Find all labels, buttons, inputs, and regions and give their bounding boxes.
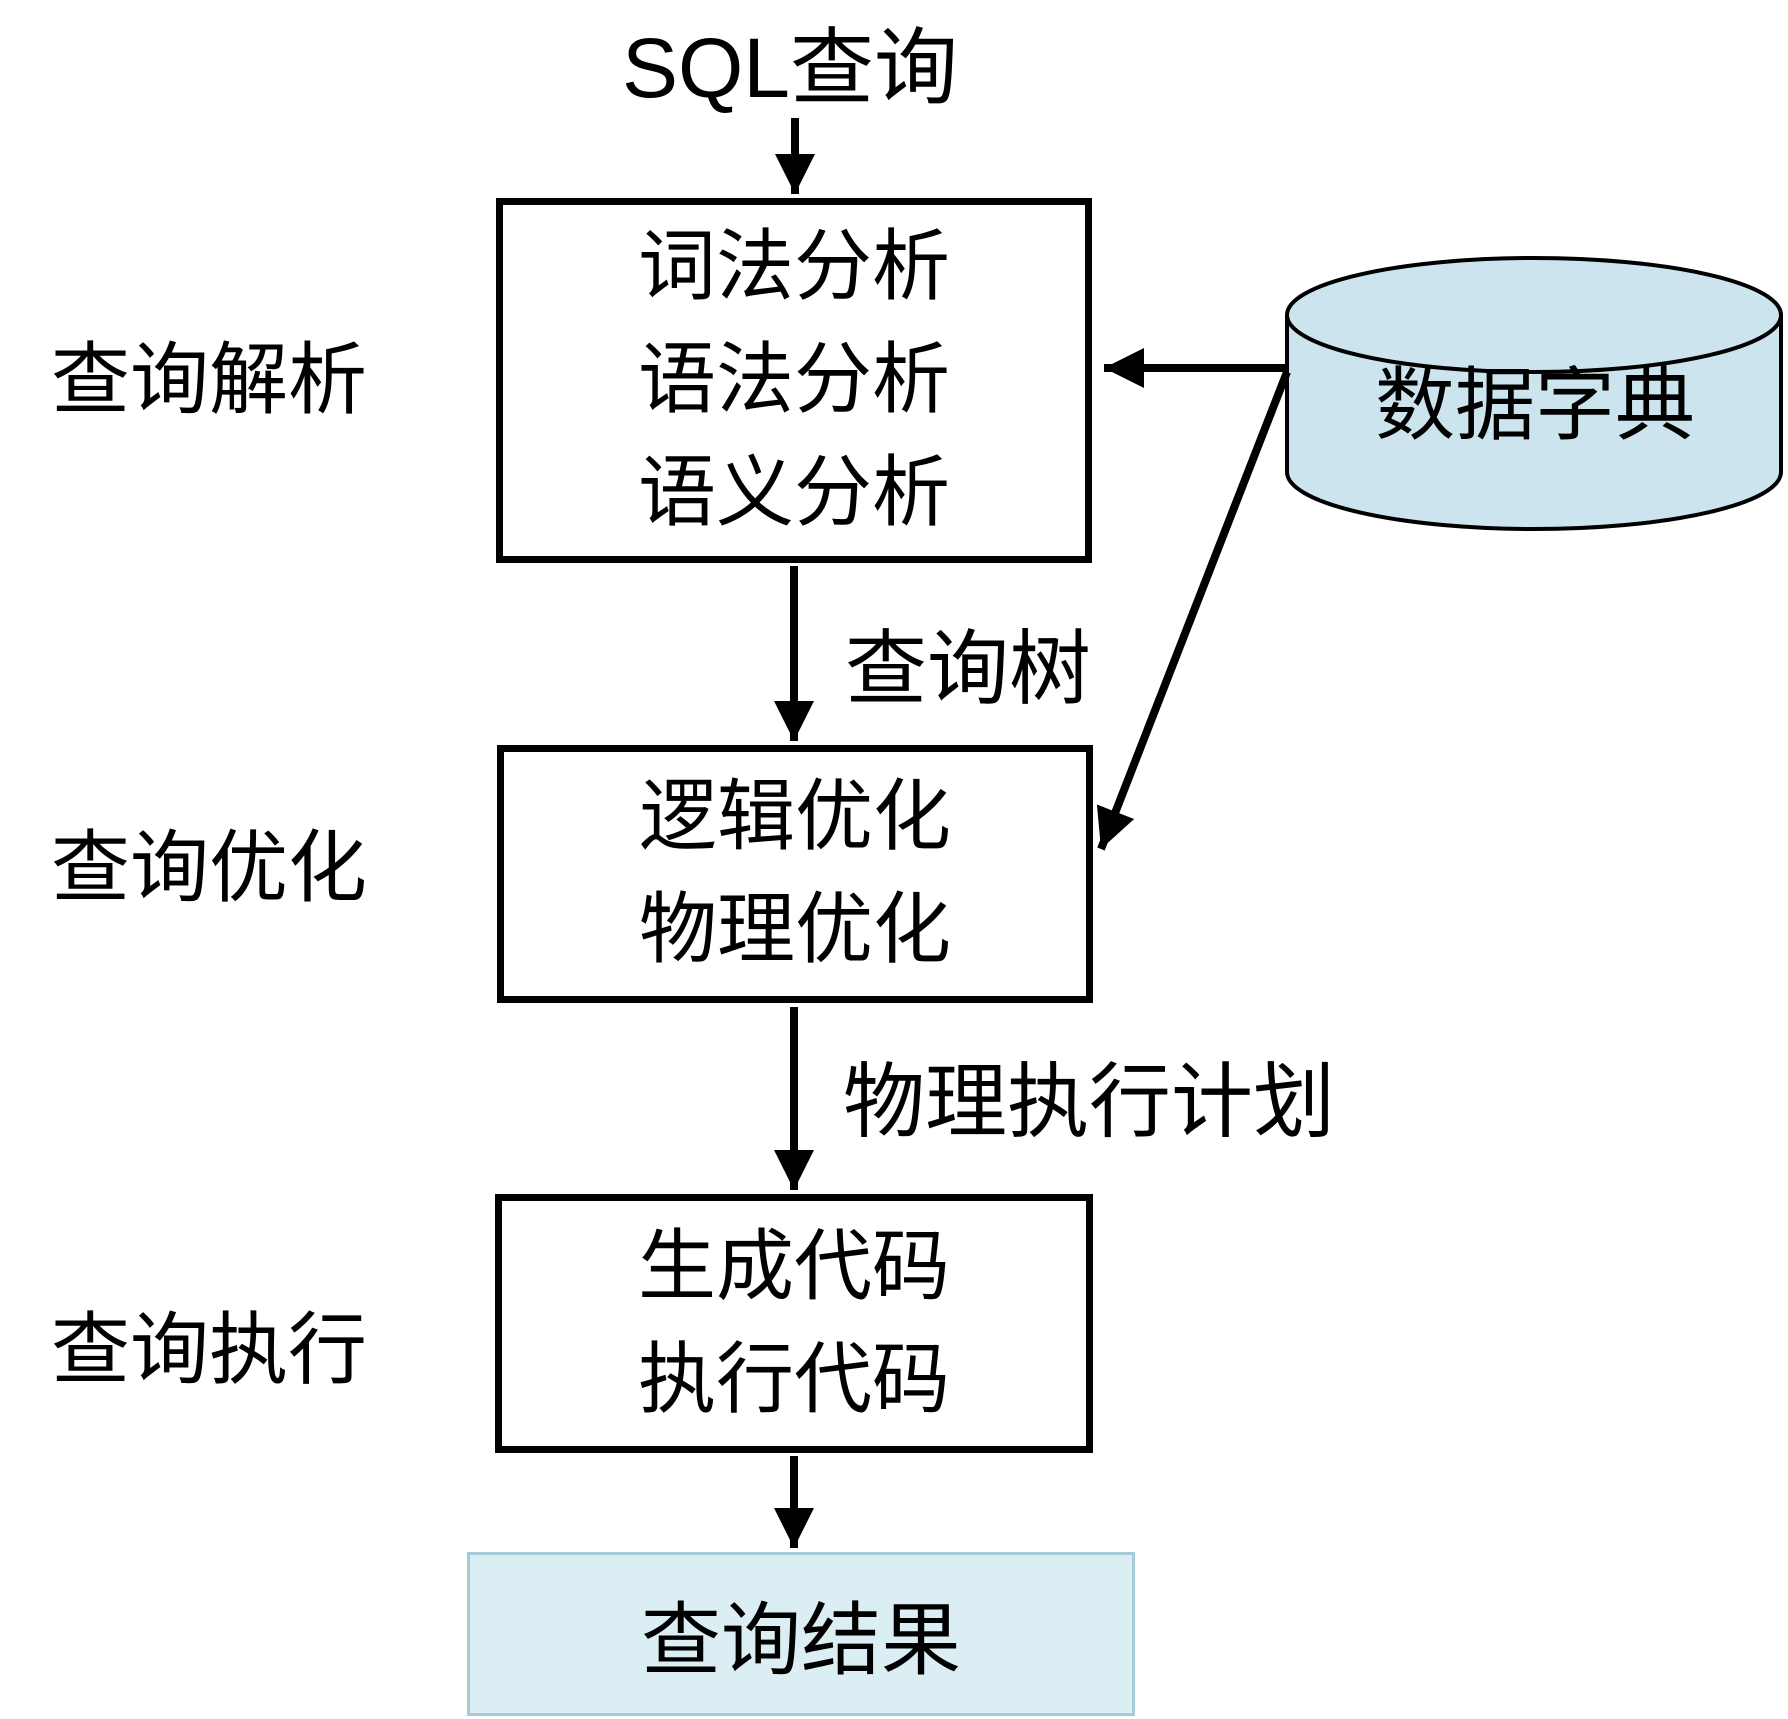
optimize-line-logical: 逻辑优化 bbox=[638, 772, 951, 862]
process-box-parse: 词法分析 语法分析 语义分析 bbox=[496, 198, 1092, 563]
edge-label-query-tree: 查询树 bbox=[845, 622, 1092, 717]
stage-label-execute: 查询执行 bbox=[51, 1304, 367, 1396]
result-box: 查询结果 bbox=[467, 1552, 1135, 1716]
parse-line-semantic: 语义分析 bbox=[637, 448, 950, 538]
process-box-optimize: 逻辑优化 物理优化 bbox=[497, 745, 1093, 1003]
parse-line-lexical: 词法分析 bbox=[637, 222, 950, 312]
edge-label-physical-plan: 物理执行计划 bbox=[843, 1055, 1336, 1150]
database-cylinder-label: 数据字典 bbox=[1375, 359, 1695, 452]
optimize-line-physical: 物理优化 bbox=[638, 885, 951, 975]
sql-query-title-zh: 查询 bbox=[790, 19, 959, 117]
database-cylinder-shape bbox=[1285, 256, 1783, 531]
process-box-execute: 生成代码 执行代码 bbox=[495, 1194, 1093, 1453]
stage-label-parse: 查询解析 bbox=[51, 334, 367, 426]
stage-label-optimize: 查询优化 bbox=[51, 822, 367, 914]
sql-query-title: SQL查询 bbox=[430, 18, 1150, 118]
execute-line-run: 执行代码 bbox=[637, 1334, 950, 1425]
result-box-label: 查询结果 bbox=[641, 1594, 961, 1687]
parse-line-syntax: 语法分析 bbox=[637, 335, 950, 425]
execute-line-codegen: 生成代码 bbox=[637, 1221, 950, 1312]
sql-query-title-en: SQL bbox=[621, 21, 791, 115]
arrow-dictionary-to-optimize bbox=[1096, 370, 1291, 851]
